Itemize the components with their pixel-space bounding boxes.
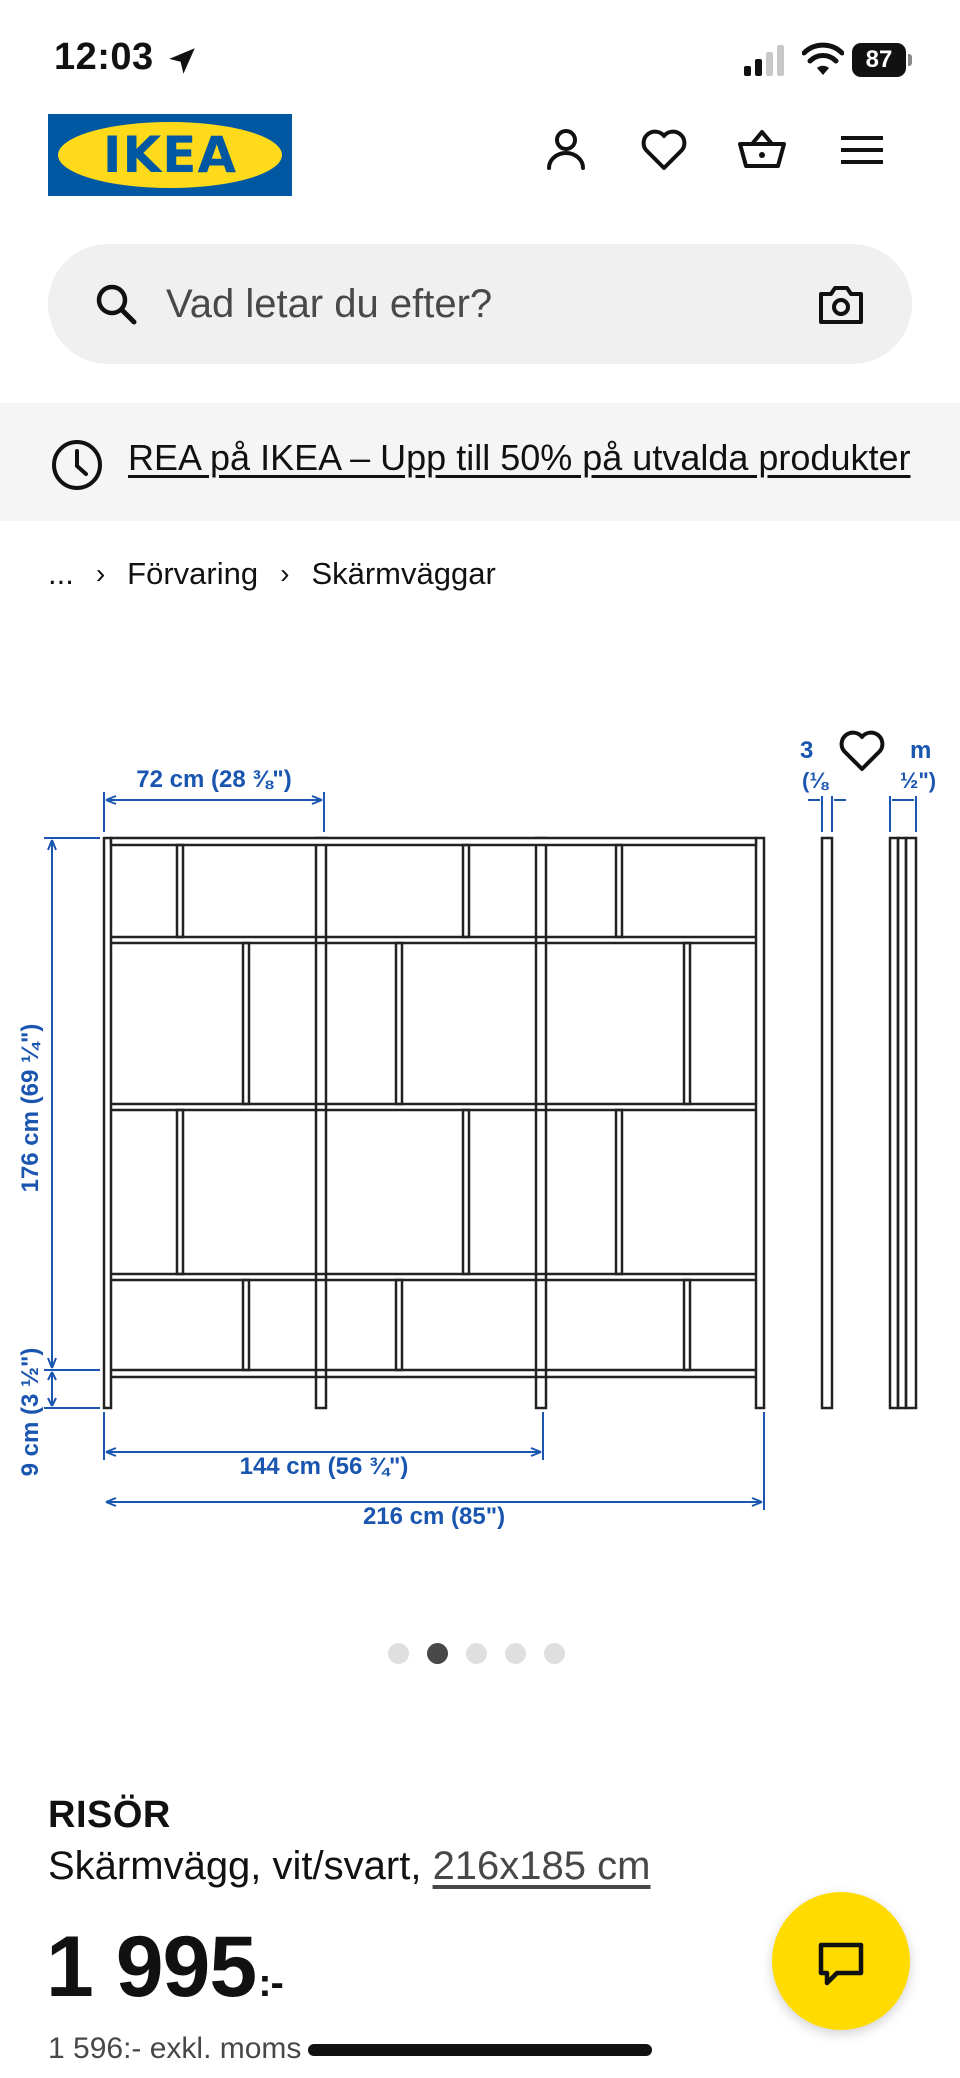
side-label-right-b: ½") — [900, 768, 936, 793]
promo-banner[interactable]: REA på IKEA – Upp till 50% på utvalda pr… — [0, 403, 960, 521]
wifi-icon — [802, 42, 844, 75]
side-label-right-a: m — [910, 737, 931, 764]
width-label-72: 72 cm (28 ⅜") — [136, 766, 291, 793]
carousel-dot-active[interactable] — [427, 1642, 448, 1664]
logo-text: IKEA — [102, 126, 238, 184]
product-description: Skärmvägg, vit/svart, 216x185 cm — [48, 1844, 650, 1889]
carousel-dot[interactable] — [388, 1642, 409, 1664]
search-icon[interactable] — [92, 280, 140, 328]
search-bar[interactable] — [48, 244, 912, 364]
product-dimensions-link[interactable]: 216x185 cm — [432, 1844, 651, 1888]
status-time: 12:03 — [54, 36, 154, 78]
favourite-heart-icon[interactable] — [836, 725, 888, 777]
product-name: RISÖR — [48, 1794, 171, 1836]
search-input[interactable] — [166, 272, 766, 336]
status-bar: 12:03 87 — [0, 0, 960, 110]
width-label-144: 144 cm (56 ¾") — [240, 1453, 409, 1480]
price-suffix: :- — [258, 1961, 284, 2005]
breadcrumb-ellipsis[interactable]: ... — [48, 556, 74, 591]
breadcrumb-item-forvaring[interactable]: Förvaring — [127, 556, 259, 591]
product-description-text: Skärmvägg, vit/svart, — [48, 1844, 422, 1888]
dimension-drawing — [102, 836, 918, 1410]
home-indicator — [308, 2044, 652, 2056]
menu-icon[interactable] — [832, 120, 892, 180]
cellular-signal-icon — [744, 45, 784, 76]
battery-icon: 87 — [852, 43, 912, 77]
side-label-left-a: 3 — [800, 737, 813, 764]
dimension-lines — [44, 792, 917, 1510]
product-image[interactable]: 72 cm (28 ⅜") 176 cm (69 ¼") 9 cm (3 ½")… — [0, 700, 960, 1560]
price-value: 1 995 — [46, 1919, 257, 2015]
carousel-dots — [388, 1642, 572, 1664]
location-arrow-icon — [169, 48, 195, 74]
carousel-dot[interactable] — [505, 1642, 526, 1664]
price-excl-vat: 1 596:- exkl. moms — [48, 2032, 302, 2065]
account-icon[interactable] — [536, 120, 596, 180]
heart-icon[interactable] — [634, 120, 694, 180]
foot-label-9: 9 cm (3 ½") — [17, 1348, 44, 1477]
camera-icon[interactable] — [816, 280, 866, 328]
chevron-right-icon: › — [95, 558, 106, 589]
logo-registered-mark: ® — [269, 122, 278, 136]
battery-level: 87 — [852, 43, 906, 77]
breadcrumb-item-skarmvaggar[interactable]: Skärmväggar — [311, 556, 496, 591]
side-label-left-b: (⅛ — [802, 768, 829, 793]
breadcrumb: ... › Förvaring › Skärmväggar — [48, 554, 496, 594]
chat-button[interactable] — [772, 1892, 910, 2030]
ikea-logo[interactable]: IKEA ® — [48, 114, 292, 196]
chat-icon — [818, 1942, 864, 1986]
product-price: 1 995:- — [46, 1924, 284, 2010]
promo-link[interactable]: REA på IKEA – Upp till 50% på utvalda pr… — [128, 437, 911, 478]
carousel-dot[interactable] — [466, 1642, 487, 1664]
clock-icon — [52, 440, 102, 490]
height-label-176: 176 cm (69 ¼") — [17, 1024, 44, 1193]
chevron-right-icon: › — [280, 558, 290, 589]
width-label-216: 216 cm (85") — [363, 1503, 505, 1530]
cart-icon[interactable] — [732, 120, 792, 180]
carousel-dot[interactable] — [544, 1642, 565, 1664]
logo-oval — [58, 122, 282, 188]
battery-cap — [908, 54, 912, 66]
